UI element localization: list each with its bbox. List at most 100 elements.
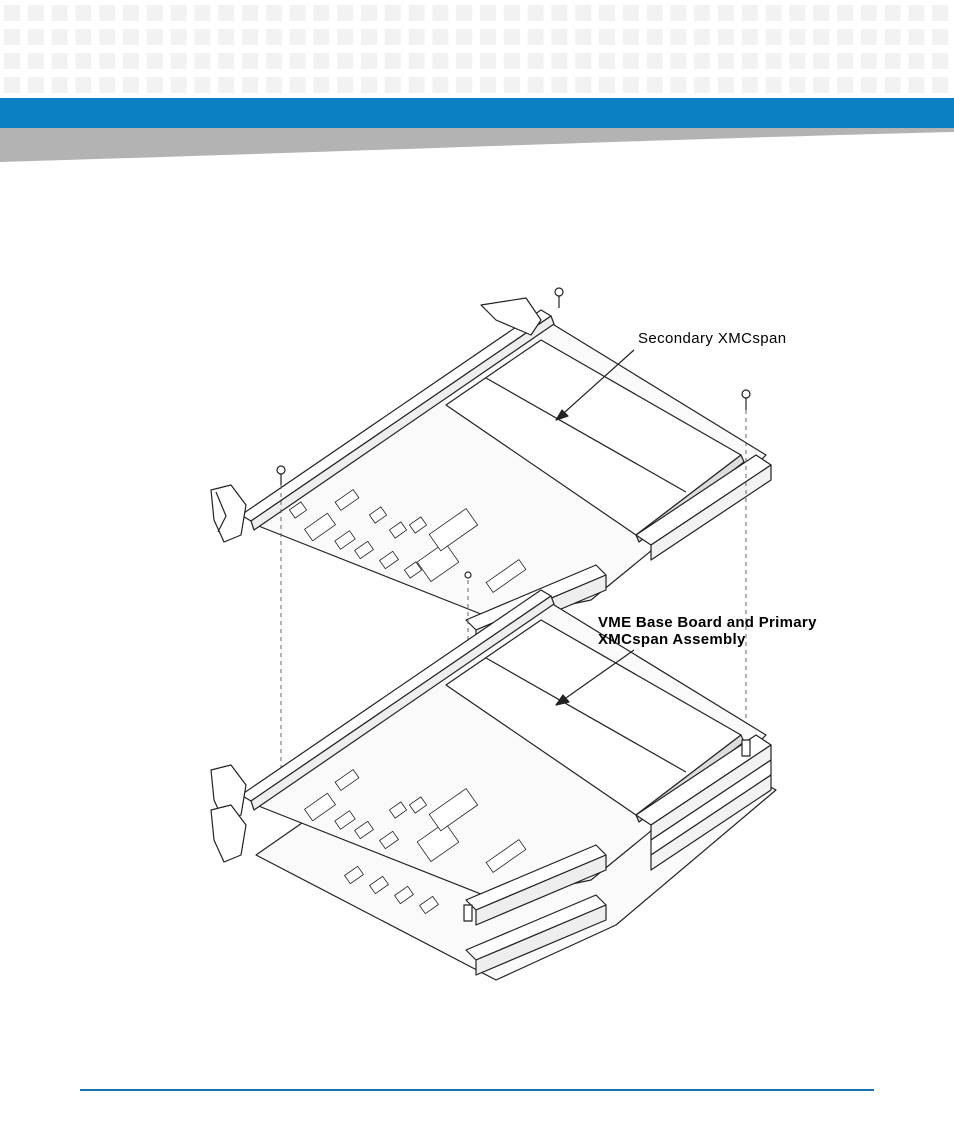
header-dot [622, 77, 639, 93]
header-dot [932, 29, 949, 45]
header-dot [99, 29, 116, 45]
header-dot [527, 77, 544, 93]
header-dot [622, 29, 639, 45]
header-dot [242, 77, 258, 93]
header-dot [456, 5, 473, 21]
header-dot [313, 77, 330, 93]
header-dot [384, 29, 401, 45]
header-dot [932, 53, 949, 69]
header-dot [765, 5, 782, 21]
header-dot [480, 53, 496, 69]
header-dot [361, 29, 377, 45]
header-dot [384, 77, 401, 93]
header-dot [408, 77, 425, 93]
header-dot [456, 77, 473, 93]
header-dot [408, 5, 425, 21]
header-dot [194, 5, 211, 21]
header-dot [265, 77, 282, 93]
board-assembly-figure [210, 287, 777, 981]
header-dot [432, 5, 449, 21]
header-dot [432, 53, 449, 69]
header-dot [908, 77, 925, 93]
header-dot [384, 5, 401, 21]
header-dot [670, 53, 687, 69]
header-dot [289, 77, 306, 93]
header-dot [837, 29, 853, 45]
header-dot [551, 77, 568, 93]
header-dot [765, 29, 782, 45]
header-dot [503, 5, 520, 21]
header-dot [361, 5, 377, 21]
header-dot [99, 53, 116, 69]
header-dot [75, 77, 92, 93]
header-dot [51, 29, 68, 45]
header-dot [384, 53, 401, 69]
header-dot [27, 5, 44, 21]
header-dot [242, 29, 258, 45]
header-dot [741, 29, 758, 45]
header-dot [194, 29, 211, 45]
header-dot [123, 53, 139, 69]
header-dot [480, 29, 496, 45]
header-dot [646, 29, 663, 45]
header-dot [884, 53, 901, 69]
header-dot [694, 5, 711, 21]
header-dot [884, 29, 901, 45]
header-dot [361, 53, 377, 69]
header-dot [218, 53, 235, 69]
header-dot [741, 53, 758, 69]
header-dot [694, 77, 711, 93]
header-dot [146, 53, 163, 69]
header-dot [146, 77, 163, 93]
header-dot [337, 5, 354, 21]
header-dot [503, 53, 520, 69]
header-dot [75, 53, 92, 69]
header-dot [860, 77, 877, 93]
header-dot [27, 77, 44, 93]
header-dot [194, 77, 211, 93]
header-dot [313, 53, 330, 69]
header-dot [789, 5, 806, 21]
header-dot [242, 5, 258, 21]
header-dot [622, 5, 639, 21]
header-dot-pattern [0, 0, 954, 98]
header-dot [789, 77, 806, 93]
callout-base-line2: XMCspan Assembly [598, 631, 746, 648]
header-dot [480, 77, 496, 93]
header-dot [646, 53, 663, 69]
header-dot [789, 53, 806, 69]
header-dot [932, 5, 949, 21]
header-dot [765, 77, 782, 93]
header-dot [837, 53, 853, 69]
header-dot [408, 29, 425, 45]
header-dot [718, 53, 734, 69]
header-dot [337, 77, 354, 93]
header-dot [599, 5, 615, 21]
header-dot [670, 77, 687, 93]
header-dot [670, 29, 687, 45]
header-dot [170, 5, 187, 21]
header-dot [718, 77, 734, 93]
header-dot [813, 29, 830, 45]
header-dot [908, 29, 925, 45]
header-dot [860, 5, 877, 21]
header-dot [51, 5, 68, 21]
header-blue-band [0, 98, 954, 128]
header-dot [218, 77, 235, 93]
header-dot [908, 5, 925, 21]
callout-base-board: VME Base Board and Primary XMCspan Assem… [598, 614, 817, 648]
header-dot [75, 29, 92, 45]
header-dot [599, 29, 615, 45]
footer-rule [80, 1089, 874, 1091]
header-dot [646, 5, 663, 21]
header-dot [527, 5, 544, 21]
header-dot [599, 77, 615, 93]
header-dot [432, 77, 449, 93]
header-dot [265, 53, 282, 69]
header-dot [123, 29, 139, 45]
header-dot [575, 29, 592, 45]
header-dot [4, 5, 20, 21]
header-dot [313, 5, 330, 21]
header-dot [242, 53, 258, 69]
header-dot [646, 77, 663, 93]
